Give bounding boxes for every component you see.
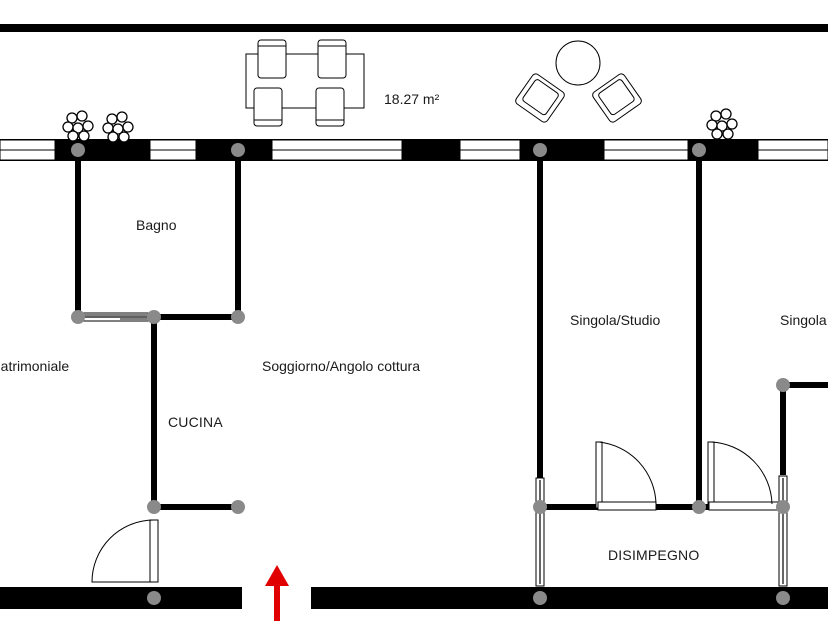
plant-icon: [706, 108, 738, 140]
room-label-matrimoniale: Matrimoniale: [0, 358, 69, 374]
chair-icon: [257, 39, 287, 79]
terrace-edge-wall: [0, 24, 828, 32]
plant-icon: [62, 110, 94, 142]
wall-nodes: [71, 143, 790, 605]
cucina-wall: [151, 317, 157, 507]
interior-walls: [75, 150, 828, 510]
chair-icon: [253, 87, 283, 127]
room-label-disimpegno: DISIMPEGNO: [608, 547, 699, 563]
disimpegno-top-wall-a: [540, 504, 598, 510]
door-swing-icon: [707, 441, 781, 511]
room-label-bagno: Bagno: [136, 217, 177, 233]
bottom-wall-right: [311, 587, 828, 609]
disimpegno-right-top: [782, 382, 828, 388]
door-swing-icon: [595, 441, 657, 511]
bagno-right-wall: [235, 150, 241, 317]
plant-icon: [102, 111, 134, 143]
sliding-door-icon: [778, 475, 788, 587]
sliding-door-icon: [535, 477, 545, 587]
cucina-counter-wall: [154, 504, 238, 510]
singola-studio-right-wall: [696, 150, 702, 507]
room-label-soggiorno: Soggiorno/Angolo cottura: [262, 358, 420, 374]
room-label-cucina: CUCINA: [168, 414, 223, 430]
round-table-icon: [555, 40, 601, 86]
armchair-icon: [515, 73, 565, 123]
chair-icon: [315, 87, 345, 127]
bottom-wall-left: [0, 587, 242, 609]
room-label-singola-studio: Singola/Studio: [570, 312, 661, 328]
facade-wall: [0, 139, 828, 161]
armchair-icon: [592, 73, 642, 123]
entrance-arrow-icon: [265, 565, 289, 621]
terrace-area-label: 18.27 m²: [384, 91, 440, 107]
bagno-bottom-wall: [150, 314, 238, 320]
chair-icon: [317, 39, 347, 79]
disimpegno-top-wall-b: [656, 504, 709, 510]
singola-studio-left-wall: [537, 150, 543, 485]
bagno-left-wall: [75, 150, 81, 317]
disimpegno-right-wall: [780, 385, 786, 475]
door-swing-icon: [91, 519, 159, 583]
table-icon: [245, 39, 365, 127]
room-label-singola: Singola: [780, 312, 827, 328]
